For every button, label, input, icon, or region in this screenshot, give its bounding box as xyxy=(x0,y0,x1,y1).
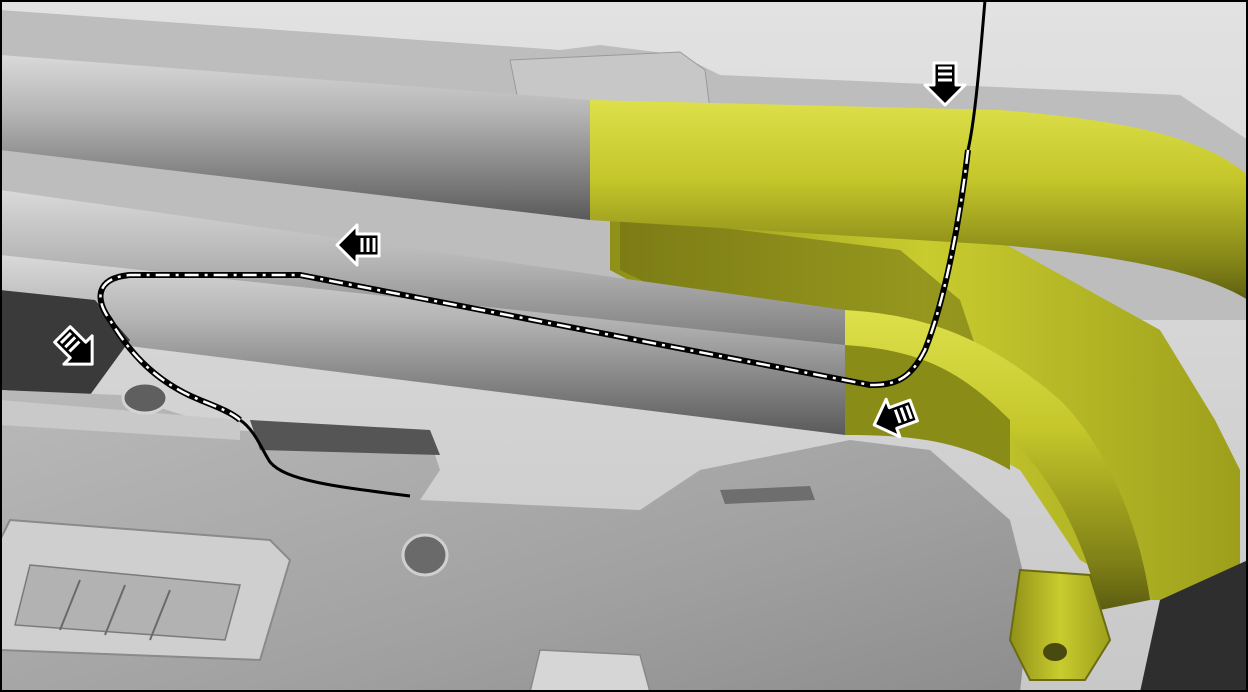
bracket-foot-hole xyxy=(1043,643,1067,661)
direction-arrow-lower xyxy=(872,397,919,439)
bracket-foot xyxy=(1008,568,1112,681)
bent-tube-yellow-lower xyxy=(845,345,1010,470)
mounting-hole-upper xyxy=(121,381,169,415)
route-taped-path xyxy=(97,149,971,423)
lamp-ridges xyxy=(59,579,171,641)
route-solid-top xyxy=(966,0,987,151)
top-tube-gray xyxy=(0,55,590,220)
lamp-lens xyxy=(14,564,241,641)
panel-slot xyxy=(250,420,440,455)
panel-ledge xyxy=(0,400,240,440)
route-solid-end xyxy=(239,418,411,498)
direction-arrow-left xyxy=(53,325,94,366)
top-tube-yellow xyxy=(590,100,1248,300)
right-dark-panel xyxy=(1140,560,1248,692)
mounting-hole-lower xyxy=(401,533,449,577)
panel-slot-lower xyxy=(720,486,815,504)
lower-tube-gray xyxy=(0,255,845,435)
bottom-connector xyxy=(529,649,651,692)
direction-arrow-top xyxy=(923,61,967,107)
direction-arrow-upper-left xyxy=(335,223,381,267)
